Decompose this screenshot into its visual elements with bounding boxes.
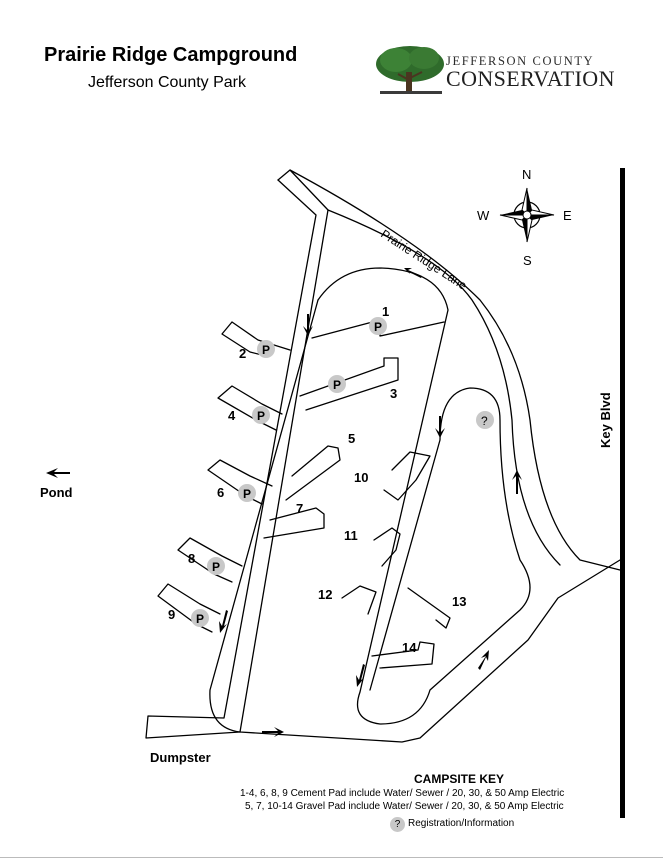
arrow-down-icon — [356, 664, 365, 687]
site-14: 14 — [402, 640, 417, 655]
conservation-logo — [376, 46, 444, 94]
prairie-ridge-lane-label: Prairie Ridge Lane — [378, 227, 469, 293]
map-title: Prairie Ridge Campground — [44, 44, 298, 66]
pad-9-label: P — [196, 612, 204, 626]
site-11: 11 — [344, 528, 358, 543]
registration-marker-label: ? — [481, 414, 488, 428]
dumpster-label: Dumpster — [150, 750, 211, 765]
key-registration-label: Registration/Information — [408, 818, 515, 829]
site-7: 7 — [296, 501, 303, 516]
pad-4-label: P — [257, 409, 265, 423]
pad-1-label: P — [374, 320, 382, 334]
arrow-left-icon — [404, 268, 422, 278]
main-road-inner — [145, 179, 317, 739]
site-12: 12 — [318, 587, 332, 602]
prairie-ridge-lane-inner — [327, 209, 561, 566]
inner-loop-edge — [209, 299, 319, 733]
direction-arrows — [46, 268, 522, 737]
map-subtitle: Jefferson County Park — [88, 74, 247, 91]
pad-8-label: P — [212, 560, 220, 574]
site-9: 9 — [168, 607, 175, 622]
site-1: 1 — [382, 304, 389, 319]
org-name-top: JEFFERSON COUNTY — [446, 54, 595, 68]
bottom-rule — [0, 857, 663, 858]
site-6: 6 — [217, 485, 224, 500]
tree-icon — [376, 46, 444, 94]
parking-pads: P P P P P P P — [191, 317, 387, 627]
site-8: 8 — [188, 551, 195, 566]
key-blvd-label: Key Blvd — [598, 392, 613, 448]
pad-2-label: P — [262, 343, 270, 357]
compass-west: W — [477, 208, 490, 223]
pad-6-label: P — [243, 487, 251, 501]
site-5: 5 — [348, 431, 355, 446]
prairie-ridge-lane-road — [289, 169, 621, 571]
site-10: 10 — [354, 470, 368, 485]
site-13: 13 — [452, 594, 466, 609]
registration-marker: ? — [476, 411, 494, 429]
compass-icon — [499, 187, 555, 243]
pond-label: Pond — [40, 485, 73, 500]
org-name-bottom: CONSERVATION — [446, 66, 615, 91]
arrow-down-icon — [303, 314, 313, 336]
key-blvd-road — [620, 168, 625, 818]
registration-icon: ? — [390, 817, 405, 832]
arrow-up-icon — [478, 650, 489, 670]
compass-east: E — [563, 208, 572, 223]
pond-arrow-icon — [46, 468, 70, 478]
site-2: 2 — [239, 346, 246, 361]
arrow-down-icon — [435, 416, 445, 438]
pad-3-label: P — [333, 378, 341, 392]
arrow-up-icon — [512, 470, 522, 494]
compass-south: S — [523, 253, 532, 268]
arrow-right-icon — [262, 727, 284, 737]
key-title: CAMPSITE KEY — [414, 772, 505, 786]
key-cement-pads: 1-4, 6, 8, 9 Cement Pad include Water/ S… — [240, 788, 565, 799]
compass-north: N — [522, 167, 531, 182]
site-3: 3 — [390, 386, 397, 401]
site-4: 4 — [228, 408, 236, 423]
inner-loop — [317, 267, 531, 725]
key-gravel-pads: 5, 7, 10-14 Gravel Pad include Water/ Se… — [245, 801, 564, 812]
main-road — [239, 169, 621, 743]
arrow-down-icon — [219, 610, 228, 633]
